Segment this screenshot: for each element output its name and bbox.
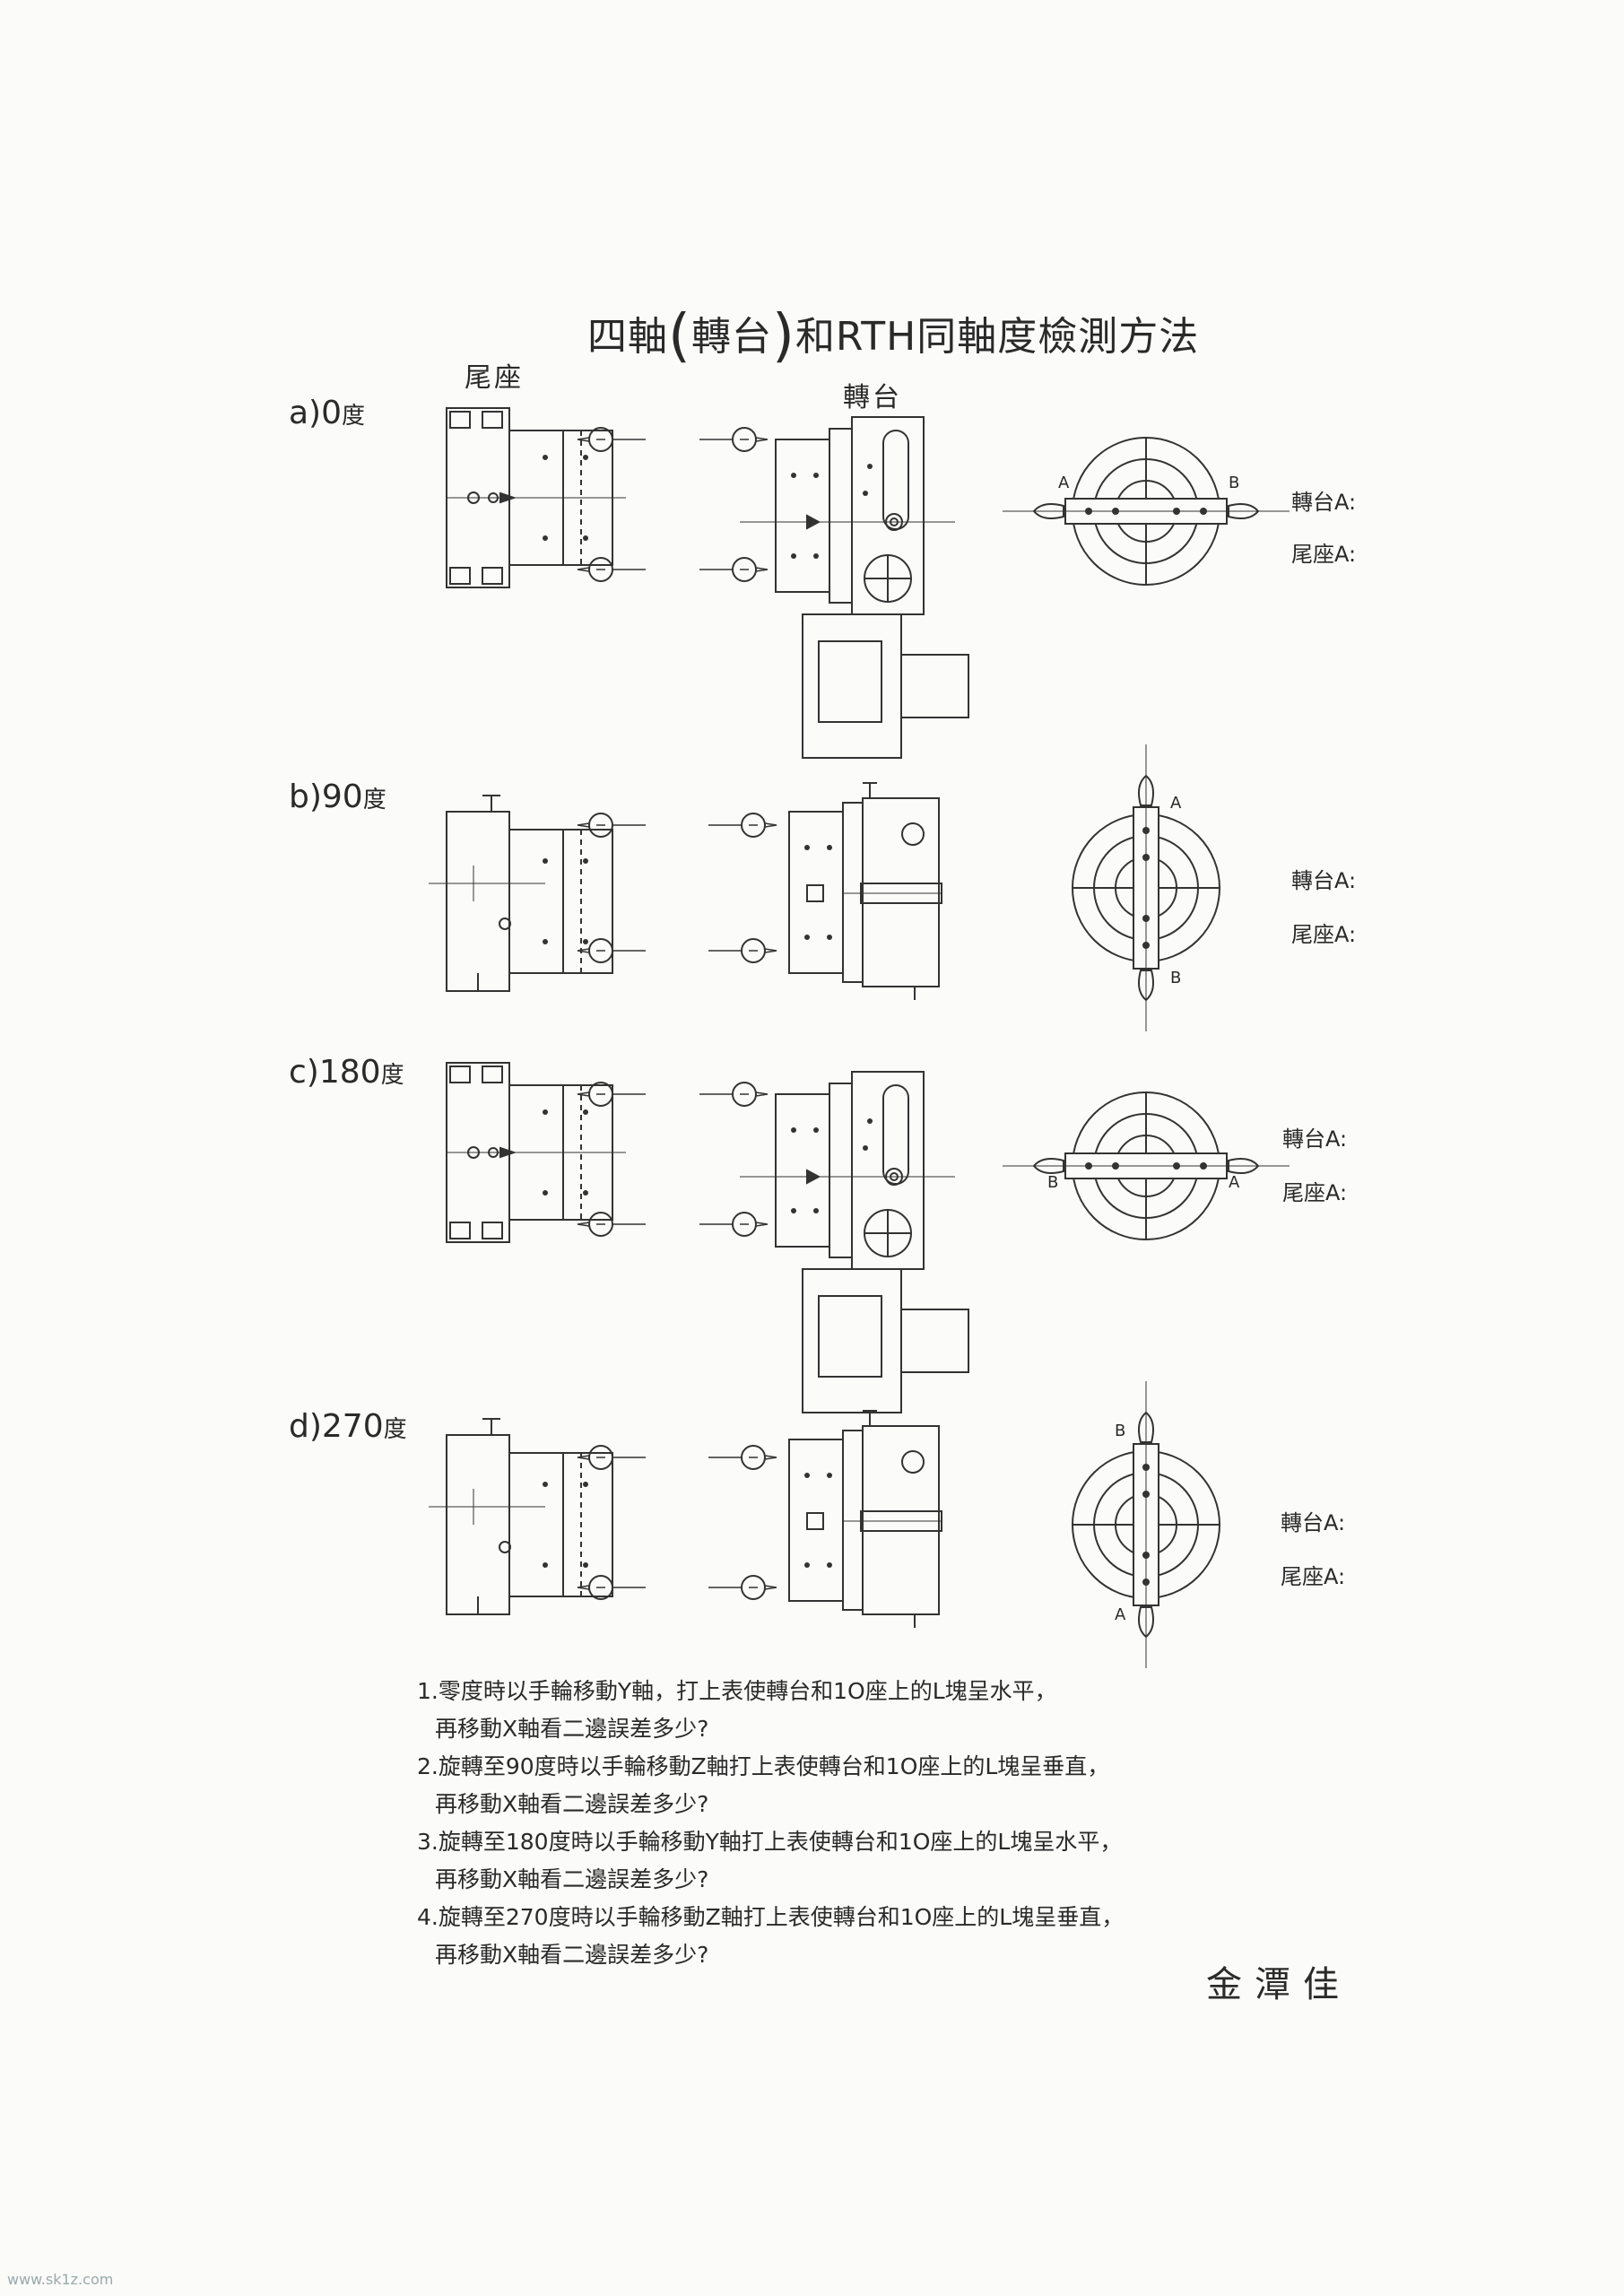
- section-label-c: c)180度: [289, 1054, 404, 1091]
- reading-rotary-c: 轉台A:: [1282, 1126, 1348, 1152]
- section-d-text: d)270: [289, 1408, 384, 1445]
- reading-tailstock-b: 尾座A:: [1291, 922, 1357, 947]
- section-c-deg: 度: [380, 1062, 404, 1089]
- marker-d-bottom: A: [1115, 1605, 1126, 1624]
- watermark-text: www.sk1z.com: [7, 2271, 114, 2288]
- marker-b-top: A: [1170, 794, 1182, 813]
- reading-tailstock-c: 尾座A:: [1282, 1180, 1348, 1205]
- marker-d-top: B: [1115, 1422, 1126, 1440]
- step-2-line-1: 2.旋轉至90度時以手輪移動Z軸打上表使轉台和1O座上的L塊呈垂直，: [417, 1753, 1110, 1779]
- step-3-line-2: 再移動X軸看二邊誤差多少?: [435, 1866, 709, 1892]
- marker-a-left: A: [1058, 474, 1070, 492]
- title-paren-open: (: [668, 303, 691, 370]
- section-a-text: a)0: [289, 395, 343, 431]
- column-label-rotary: 轉台: [843, 382, 902, 413]
- section-b-deg: 度: [362, 787, 386, 813]
- section-label-b: b)90度: [289, 778, 386, 815]
- title-suffix: 和RTH同軸度檢測方法: [795, 314, 1200, 360]
- marker-c-left: B: [1047, 1173, 1059, 1192]
- step-2-line-2: 再移動X軸看二邊誤差多少?: [435, 1791, 709, 1817]
- title-inner: 轉台: [690, 314, 772, 360]
- section-b-drawing: [428, 744, 1220, 1032]
- step-4-line-1: 4.旋轉至270度時以手輪移動Z軸打上表使轉台和1O座上的L塊呈垂直，: [417, 1904, 1125, 1930]
- procedure-steps: 1.零度時以手輪移動Y軸，打上表使轉台和1O座上的L塊呈水平， 再移動X軸看二邊…: [417, 1673, 1124, 1974]
- section-d-drawing: [428, 1380, 1220, 1669]
- reading-tailstock-d: 尾座A:: [1281, 1564, 1346, 1589]
- step-1-line-2: 再移動X軸看二邊誤差多少?: [435, 1716, 709, 1742]
- marker-b-bottom: B: [1170, 969, 1182, 987]
- section-label-d: d)270度: [289, 1408, 407, 1445]
- title-paren-close: ): [771, 303, 795, 370]
- reading-rotary-d: 轉台A:: [1281, 1510, 1346, 1535]
- step-1-line-1: 1.零度時以手輪移動Y軸，打上表使轉台和1O座上的L塊呈水平，: [417, 1678, 1057, 1704]
- title-prefix: 四軸: [587, 314, 668, 360]
- section-c-drawing: [446, 1062, 1291, 1413]
- reading-rotary-a: 轉台A:: [1291, 490, 1357, 515]
- marker-c-right: A: [1229, 1173, 1240, 1192]
- column-label-tailstock: 尾座: [465, 362, 524, 394]
- section-a-deg: 度: [342, 403, 366, 430]
- step-4-line-2: 再移動X軸看二邊誤差多少?: [435, 1942, 709, 1968]
- reading-tailstock-a: 尾座A:: [1291, 542, 1357, 567]
- page-title: 四軸(轉台)和RTH同軸度檢測方法: [587, 303, 1199, 370]
- section-d-deg: 度: [383, 1416, 407, 1443]
- step-3-line-1: 3.旋轉至180度時以手輪移動Y軸打上表使轉台和1O座上的L塊呈水平，: [417, 1829, 1123, 1855]
- section-a-drawing: [446, 407, 1291, 759]
- reading-rotary-b: 轉台A:: [1291, 868, 1357, 893]
- section-label-a: a)0度: [289, 395, 365, 431]
- section-c-text: c)180: [289, 1054, 381, 1091]
- marker-b-right: B: [1229, 474, 1240, 492]
- section-b-text: b)90: [289, 778, 363, 815]
- author-signature: 金潭佳: [1206, 1964, 1351, 2005]
